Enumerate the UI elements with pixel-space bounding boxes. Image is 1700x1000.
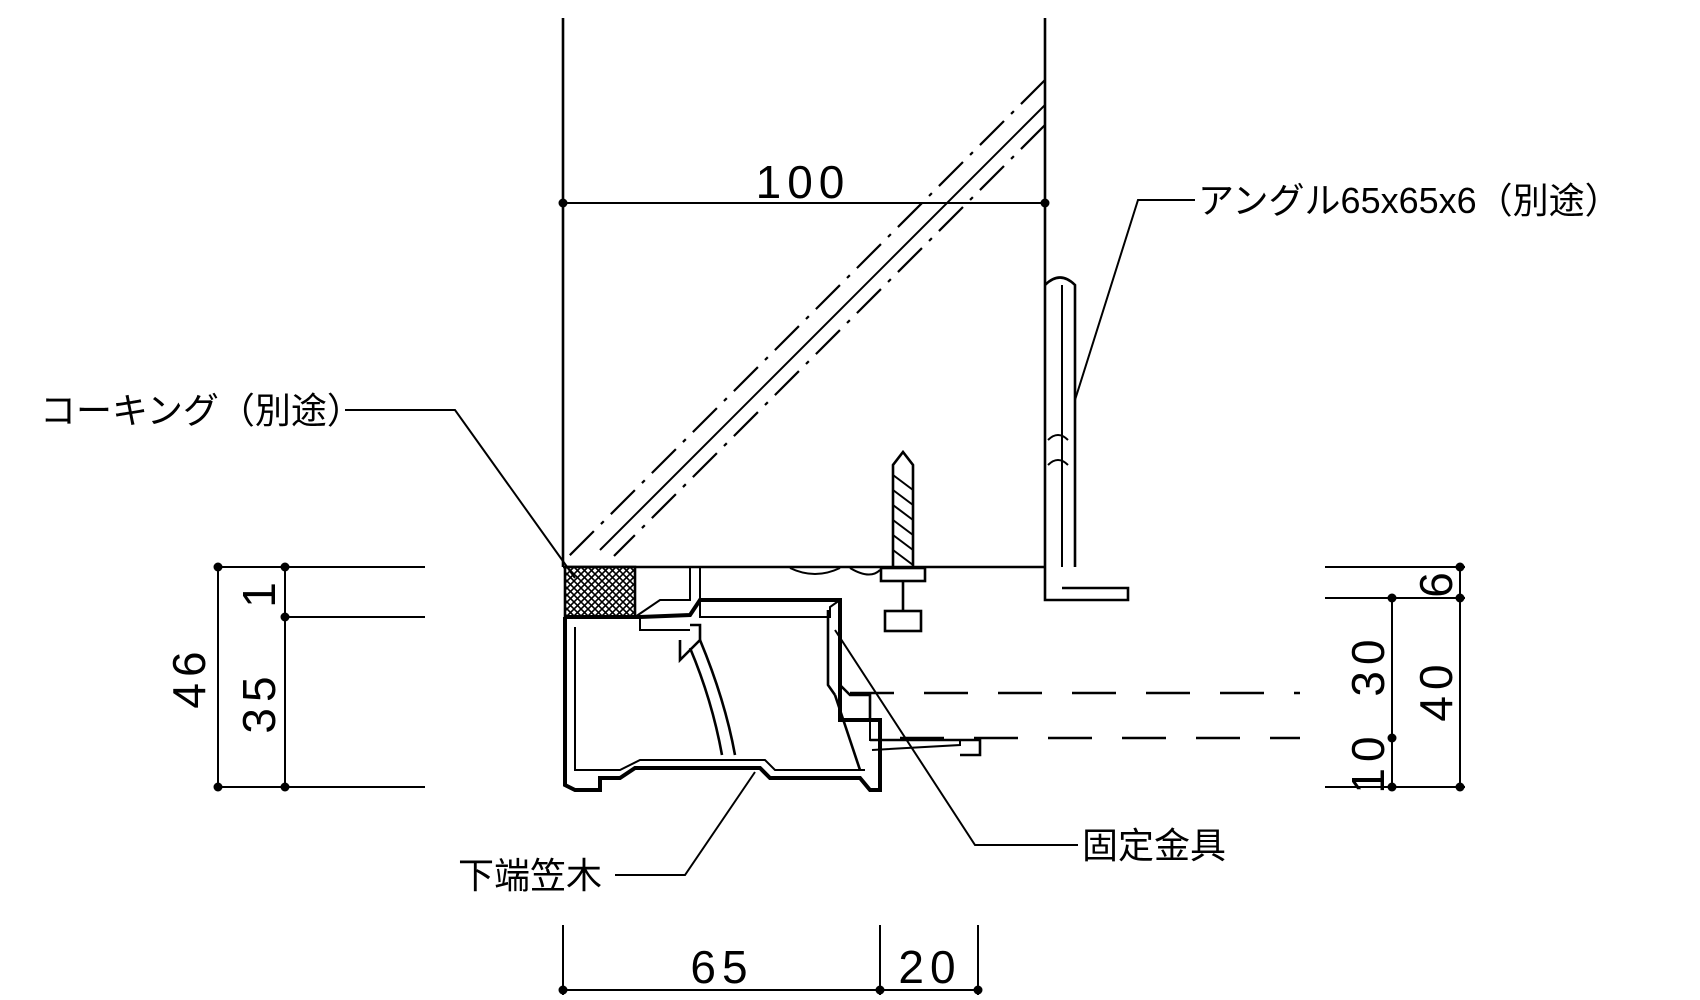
angle-bracket xyxy=(1043,276,1130,602)
diagonal-chain-lines xyxy=(564,79,1046,561)
dim-46-label: 46 xyxy=(163,645,215,708)
dim-10-label: 10 xyxy=(1342,730,1394,793)
dim-20-label: 20 xyxy=(898,941,961,993)
dim-6-label: 6 xyxy=(1410,566,1462,598)
dimension-right: 6 30 40 10 xyxy=(1325,562,1465,794)
dimension-bottom: 65 20 xyxy=(558,925,983,995)
coping-profile xyxy=(563,598,982,792)
dimension-top-100: 100 xyxy=(558,156,1050,208)
caulking-block xyxy=(563,565,881,619)
anchor-bolt xyxy=(879,449,927,633)
fixing-bracket-label: 固定金具 xyxy=(1082,825,1226,866)
angle-label: アングル65x65x6（別途） xyxy=(1198,180,1621,221)
dim-1-label: 1 xyxy=(233,576,285,608)
dashed-reference-lines xyxy=(850,691,1300,740)
label-bottom-coping: 下端笠木 xyxy=(458,771,756,896)
dim-40-label: 40 xyxy=(1410,658,1462,721)
wall-outline xyxy=(561,18,1047,569)
label-fixing-bracket: 固定金具 xyxy=(834,629,1226,866)
dim-30-label: 30 xyxy=(1342,633,1394,696)
caulking-label: コーキング（別途） xyxy=(40,390,363,431)
label-angle: アングル65x65x6（別途） xyxy=(1074,180,1621,401)
dim-100-label: 100 xyxy=(756,156,851,208)
dim-65-label: 65 xyxy=(690,941,753,993)
label-caulking: コーキング（別途） xyxy=(40,390,576,579)
dimension-left: 46 1 35 xyxy=(163,562,425,792)
bottom-coping-label: 下端笠木 xyxy=(458,855,602,896)
dim-35-label: 35 xyxy=(233,670,285,733)
